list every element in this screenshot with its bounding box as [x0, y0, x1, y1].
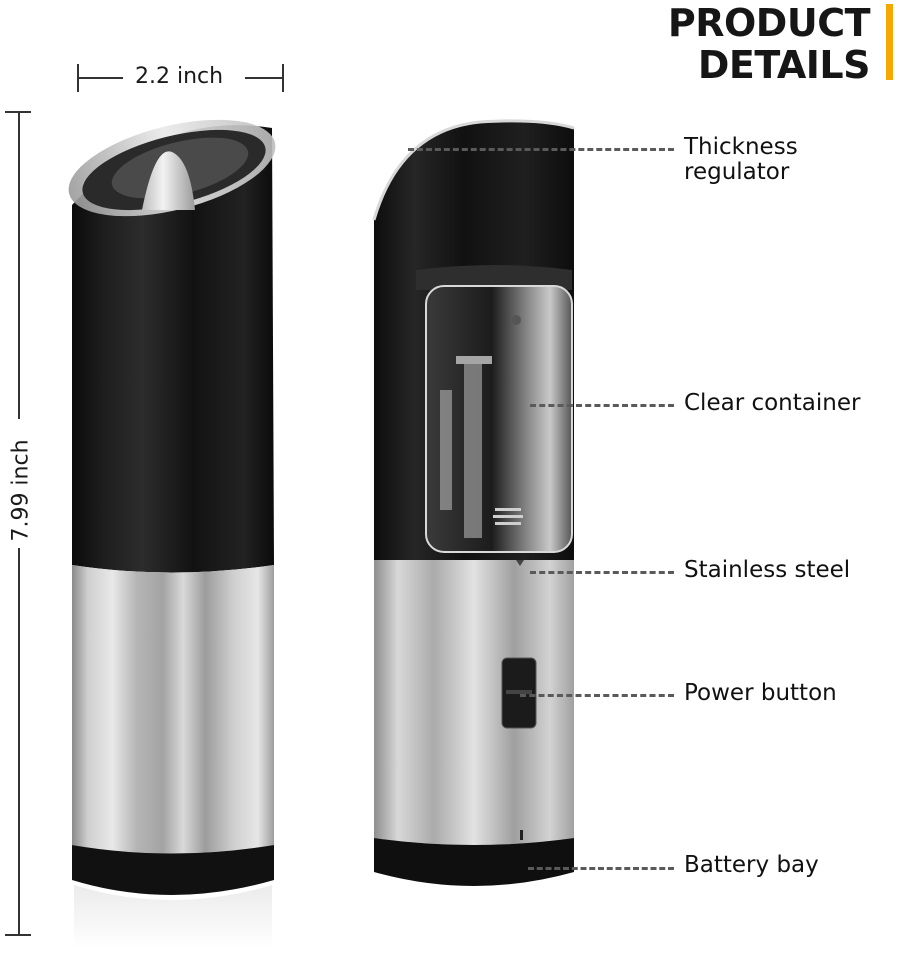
width-dim-tick-right — [282, 64, 284, 92]
height-dim-line-top — [18, 112, 20, 419]
title-line-2: DETAILS — [697, 43, 871, 87]
callout-leader-line — [520, 694, 674, 697]
width-dim-label: 2.2 inch — [135, 64, 224, 89]
callout-leader-line — [530, 571, 674, 574]
callout-leader-line — [528, 867, 674, 870]
title-accent-bar — [886, 4, 893, 80]
page-title: PRODUCT DETAILS — [667, 1, 871, 87]
height-dim-line-bottom — [18, 548, 20, 935]
callout-leader-line — [530, 404, 674, 407]
title-line-1: PRODUCT — [667, 1, 871, 45]
callout-label: Battery bay — [684, 852, 819, 878]
callout-label-line-1: Thickness — [684, 134, 798, 160]
callout-label: Power button — [684, 680, 837, 706]
callout-label: Stainless steel — [684, 557, 851, 583]
grinder-front-illustration — [68, 119, 276, 950]
callout-label: Thickness regulator — [684, 135, 798, 185]
width-dim-line-right — [245, 77, 283, 79]
height-dim-label: 7.99 inch — [8, 439, 34, 542]
callout-leader-line — [408, 148, 674, 151]
callout-label: Clear container — [684, 390, 861, 416]
height-dim-tick-bottom — [5, 934, 31, 936]
width-dim-line-left — [78, 77, 123, 79]
grinder-side-illustration — [372, 119, 575, 886]
callout-label-line-2: regulator — [684, 159, 790, 185]
